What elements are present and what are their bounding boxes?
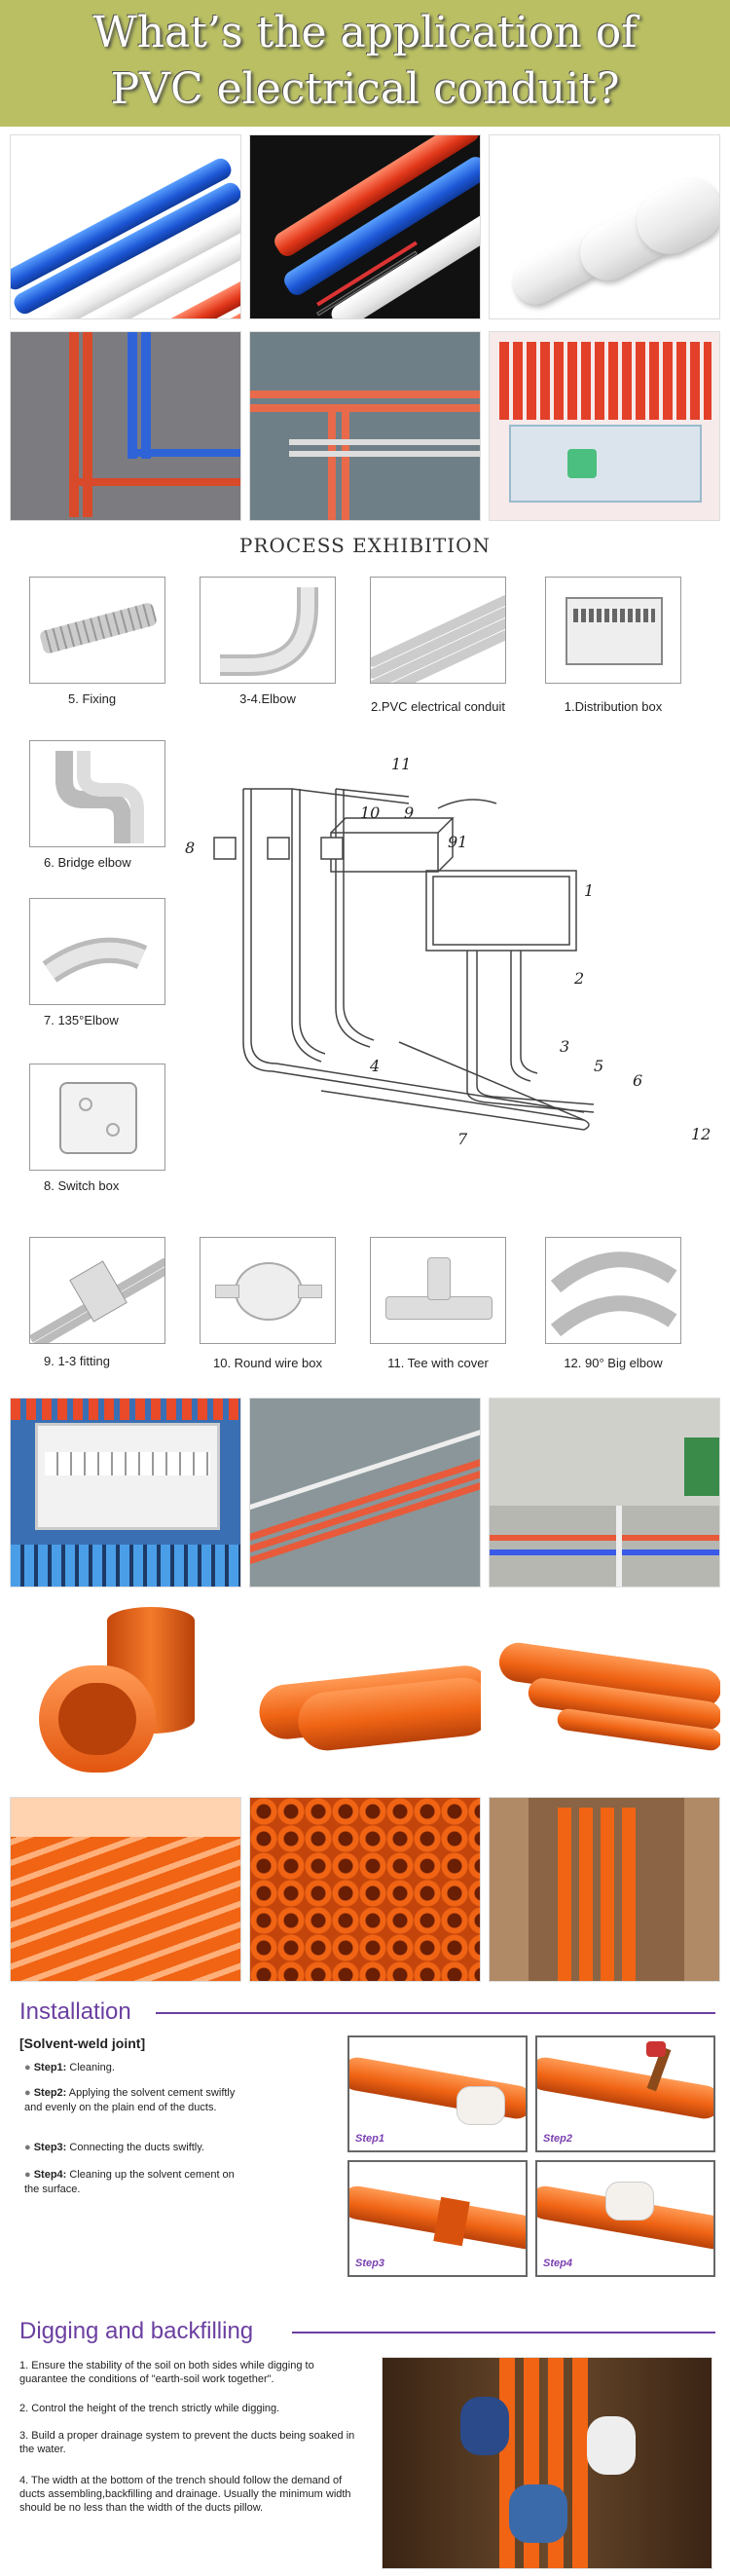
photo-white-conduit-sizes	[489, 134, 720, 319]
digging-divider	[292, 2332, 715, 2333]
diagram-num-4: 4	[369, 1057, 380, 1075]
photo-wall-installation	[10, 331, 241, 521]
switch-box-label: 8. Switch box	[44, 1178, 120, 1193]
distribution-box-image	[545, 577, 681, 684]
elbow-3-4-image	[200, 577, 336, 684]
step1-label: Step1	[355, 2133, 384, 2145]
installation-diagram: 11 10 9 91 1 2 3 5 6 4 12 7 8	[185, 755, 711, 1148]
photo-conduits-with-wire	[249, 134, 481, 319]
pvc-conduit-image	[370, 577, 506, 684]
elbow-135-label: 7. 135°Elbow	[44, 1013, 119, 1027]
step2-label: Step2	[543, 2133, 572, 2145]
page-header: What’s the application of PVC electrical…	[0, 0, 730, 127]
diagram-num-91: 91	[448, 833, 467, 851]
digging-title: Digging and backfilling	[19, 2318, 254, 2344]
round-wire-box-image	[200, 1237, 336, 1344]
photo-room-installation	[489, 1398, 720, 1587]
step3-text: ● Step3: Connecting the ducts swiftly.	[24, 2142, 204, 2153]
digging-point-2: 2. Control the height of the trench stri…	[19, 2403, 280, 2414]
step4-panel: Step4	[535, 2160, 715, 2277]
installation-subtitle: [Solvent-weld joint]	[19, 2035, 146, 2051]
diagram-num-5: 5	[594, 1057, 603, 1075]
fitting-1-3-label: 9. 1-3 fitting	[44, 1354, 110, 1368]
distribution-box-label: 1.Distribution box	[564, 699, 663, 714]
diagram-num-12: 12	[691, 1125, 711, 1143]
step3-label: Step3	[355, 2258, 384, 2269]
step2-text: ● Step2: Applying the solvent cement swi…	[24, 2087, 236, 2113]
photo-orange-pipe-bundle	[249, 1797, 481, 1982]
photo-floor-conduits	[249, 1398, 481, 1587]
elbow-135-image	[29, 898, 165, 1005]
photo-orange-conduit-sizes	[489, 1597, 720, 1787]
header-title-line2: PVC electrical conduit?	[110, 64, 620, 114]
process-exhibition-title: PROCESS EXHIBITION	[238, 534, 492, 557]
big-elbow-90-image	[545, 1237, 681, 1344]
photo-orange-conduit-pair	[249, 1597, 481, 1787]
header-title-line1: What’s the application of	[92, 8, 638, 57]
step4-text: ● Step4: Cleaning up the solvent cement …	[24, 2169, 235, 2195]
fitting-1-3-image	[29, 1237, 165, 1344]
round-wire-box-label: 10. Round wire box	[212, 1356, 322, 1370]
diagram-num-11: 11	[391, 755, 411, 773]
photo-colored-conduits	[10, 134, 241, 319]
diagram-num-10: 10	[360, 803, 380, 822]
bridge-elbow-label: 6. Bridge elbow	[44, 855, 131, 870]
photo-trench-workers	[382, 2357, 712, 2569]
tee-with-cover-image	[370, 1237, 506, 1344]
pvc-conduit-label: 2.PVC electrical conduit	[370, 699, 505, 714]
photo-orange-pipes-field	[10, 1797, 241, 1982]
step1-panel: Step1	[347, 2035, 528, 2152]
tee-with-cover-label: 11. Tee with cover	[387, 1356, 489, 1370]
photo-orange-conduit-stack	[10, 1597, 241, 1787]
photo-distribution-panel	[10, 1398, 241, 1587]
installation-title: Installation	[19, 1998, 131, 2025]
digging-point-3: 3. Build a proper drainage system to pre…	[19, 2430, 355, 2455]
digging-point-1: 1. Ensure the stability of the soil on b…	[19, 2360, 314, 2385]
step1-text: ● Step1: Cleaning.	[24, 2062, 115, 2073]
diagram-num-9: 9	[404, 803, 414, 822]
diagram-num-2: 2	[573, 969, 584, 988]
diagram-num-8: 8	[185, 839, 195, 857]
bridge-elbow-image	[29, 740, 165, 847]
diagram-num-6: 6	[633, 1071, 642, 1090]
fixing-image	[29, 577, 165, 684]
diagram-num-1: 1	[584, 881, 594, 900]
diagram-num-3: 3	[560, 1037, 569, 1056]
diagram-num-7: 7	[457, 1130, 468, 1148]
digging-point-4: 4. The width at the bottom of the trench…	[19, 2475, 351, 2514]
step2-panel: Step2	[535, 2035, 715, 2152]
step3-panel: Step3	[347, 2160, 528, 2277]
big-elbow-90-label: 12. 90° Big elbow	[564, 1356, 663, 1370]
switch-box-image	[29, 1064, 165, 1171]
fixing-label: 5. Fixing	[68, 691, 117, 706]
elbow-3-4-label: 3-4.Elbow	[239, 691, 296, 706]
photo-floor-installation	[249, 331, 481, 521]
installation-divider	[156, 2012, 715, 2014]
photo-trench-pipes	[489, 1797, 720, 1982]
step4-label: Step4	[543, 2258, 572, 2269]
photo-conduit-model	[489, 331, 720, 521]
